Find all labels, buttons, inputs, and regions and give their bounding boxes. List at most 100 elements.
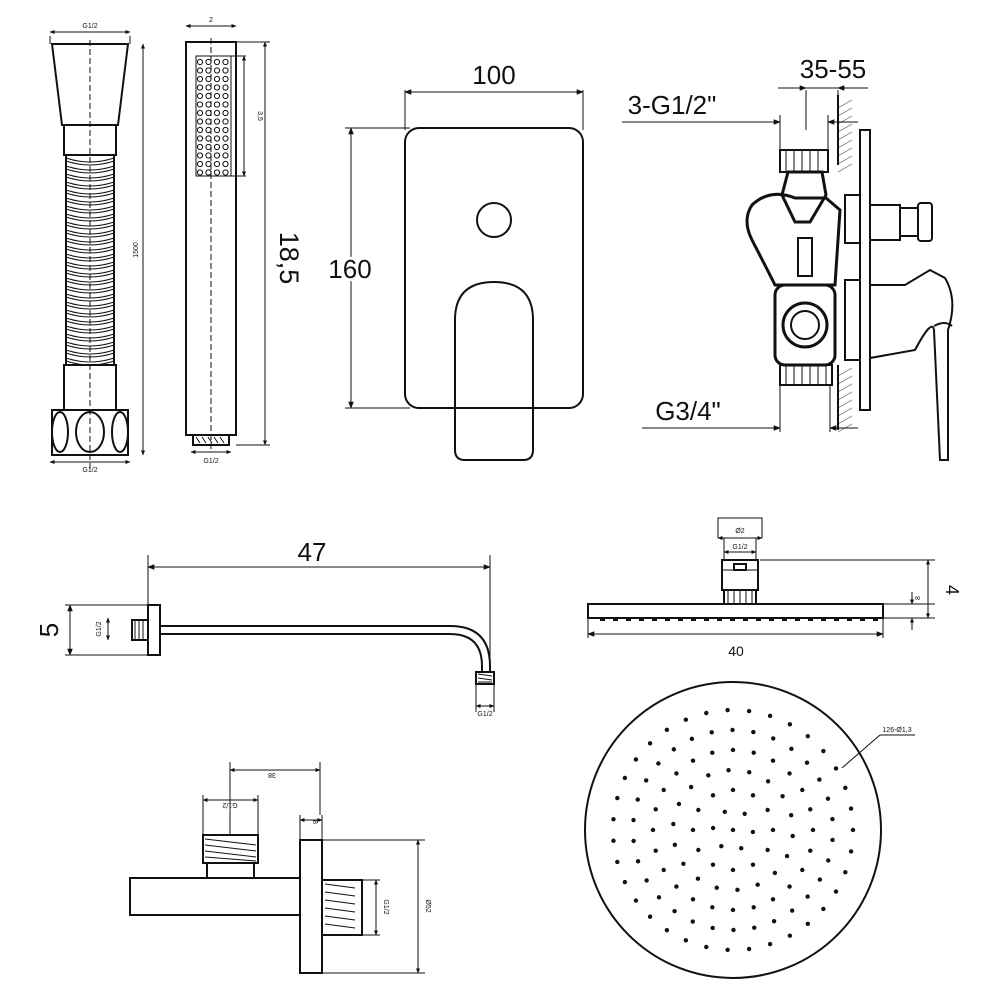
head-nozzle-dot xyxy=(704,944,709,950)
head-nozzle-dot xyxy=(825,796,831,801)
hose-ring xyxy=(65,189,115,195)
nozzle-tick xyxy=(717,618,722,621)
head-nozzle-dot xyxy=(722,809,727,814)
head-nozzle-dot xyxy=(710,825,716,831)
nozzle-dot xyxy=(222,109,229,117)
nozzle-dot xyxy=(213,101,221,108)
head-nozzle-dot xyxy=(695,876,701,881)
head-nozzle-dot xyxy=(681,861,686,866)
head-nozzle-dot xyxy=(770,758,776,763)
hose-ring xyxy=(65,224,115,230)
shower-hose-drawing: G1/2 G1/2 1500 xyxy=(49,23,145,474)
head-top-diameter-label: Ø2 xyxy=(735,528,744,535)
nozzle-dot xyxy=(222,75,229,83)
nozzle-dot xyxy=(205,109,212,117)
head-nozzles-label: 126-Ø1,3 xyxy=(882,727,911,734)
hose-ring xyxy=(65,352,115,358)
head-thickness-label: 4 xyxy=(942,585,962,595)
head-nozzle-dot xyxy=(650,827,656,833)
head-nozzle-dot xyxy=(755,882,760,887)
head-nozzle-dot xyxy=(742,811,747,816)
head-nozzle-dot xyxy=(821,748,826,754)
head-nozzle-dot xyxy=(661,787,666,793)
head-nozzle-dot xyxy=(683,938,689,943)
head-nozzle-dot xyxy=(725,947,730,953)
head-nozzle-dot xyxy=(696,807,701,813)
head-nozzle-dot xyxy=(631,817,636,823)
hose-ring xyxy=(65,192,115,198)
head-nozzle-dot xyxy=(635,797,640,802)
hose-ring xyxy=(65,229,115,235)
head-nozzle-dot xyxy=(647,741,653,746)
nozzle-tick xyxy=(873,618,878,621)
nozzle-dot xyxy=(196,58,204,66)
head-nozzle-dot xyxy=(789,908,795,913)
hose-length-label: 1500 xyxy=(133,242,140,258)
nozzle-dot xyxy=(205,160,212,168)
head-nozzle-dot xyxy=(790,833,795,839)
head-nozzle-dot xyxy=(710,862,716,867)
nozzle-tick xyxy=(691,618,696,621)
hose-ring xyxy=(65,253,115,259)
nozzle-dot xyxy=(205,118,212,125)
head-nozzle-dot xyxy=(656,761,661,766)
head-nozzle-dot xyxy=(709,730,714,735)
head-nozzle-dot xyxy=(710,905,715,910)
head-nozzle-dot xyxy=(787,771,792,776)
shower-head-side-drawing: Ø2 G1/2 40 8 4 xyxy=(587,517,962,659)
hose-ring xyxy=(65,288,115,294)
outlet-diameter-label: Ø52 xyxy=(424,899,431,912)
mixer-outlets-label: 3-G1/2" xyxy=(628,90,717,120)
head-nozzle-dot xyxy=(731,927,736,933)
hose-ring xyxy=(65,261,115,267)
nozzle-dot xyxy=(213,92,221,100)
hose-ring xyxy=(65,309,115,315)
hose-ring xyxy=(65,341,115,347)
nozzle-dot xyxy=(222,118,229,125)
head-nozzle-dot xyxy=(800,867,805,873)
head-nozzle-dot xyxy=(631,838,636,844)
head-nozzle-dot xyxy=(664,927,670,933)
mixer-inlet-label: G3/4" xyxy=(655,396,721,426)
nozzle-dot xyxy=(213,84,221,91)
hose-ring xyxy=(65,197,115,203)
hose-ring xyxy=(65,221,115,227)
head-nozzle-dot xyxy=(772,870,778,876)
head-nozzle-dot xyxy=(750,793,756,798)
head-plate-label: 8 xyxy=(915,596,922,600)
nozzle-dot xyxy=(222,152,229,159)
hose-ring xyxy=(65,184,115,190)
head-nozzle-dot xyxy=(810,827,816,833)
head-nozzle-dot xyxy=(622,775,628,781)
head-nozzle-dot xyxy=(850,827,856,833)
mixer-front-drawing: 100 160 xyxy=(325,60,584,461)
nozzle-tick xyxy=(626,618,631,621)
nozzle-dot xyxy=(196,84,204,91)
head-nozzle-dot xyxy=(704,710,709,716)
head-nozzle-dot xyxy=(826,858,831,863)
head-nozzle-dot xyxy=(735,887,740,893)
head-nozzle-dot xyxy=(770,897,776,902)
head-nozzle-dot xyxy=(765,847,770,853)
head-nozzle-dot xyxy=(751,905,756,910)
hose-ring xyxy=(65,256,115,262)
head-nozzle-dot xyxy=(710,750,715,755)
head-nozzle-dot xyxy=(690,897,696,902)
nozzle-tick xyxy=(730,618,735,621)
hose-ring xyxy=(65,285,115,291)
head-nozzle-dot xyxy=(730,787,736,793)
nozzle-dot xyxy=(196,126,204,134)
nozzle-dot xyxy=(222,92,229,100)
hose-bottom-thread-label: G1/2 xyxy=(82,467,97,474)
hose-ring xyxy=(65,293,115,299)
head-nozzle-dot xyxy=(805,894,810,899)
nozzle-tick xyxy=(665,618,670,621)
head-nozzle-dot xyxy=(771,736,776,741)
head-nozzle-dot xyxy=(843,869,848,875)
mixer-width-label: 100 xyxy=(472,60,515,90)
outlet-thread-label: G1/2 xyxy=(222,801,237,808)
nozzle-tick xyxy=(652,618,657,621)
nozzle-dot xyxy=(213,109,221,117)
nozzle-dot xyxy=(196,152,204,159)
